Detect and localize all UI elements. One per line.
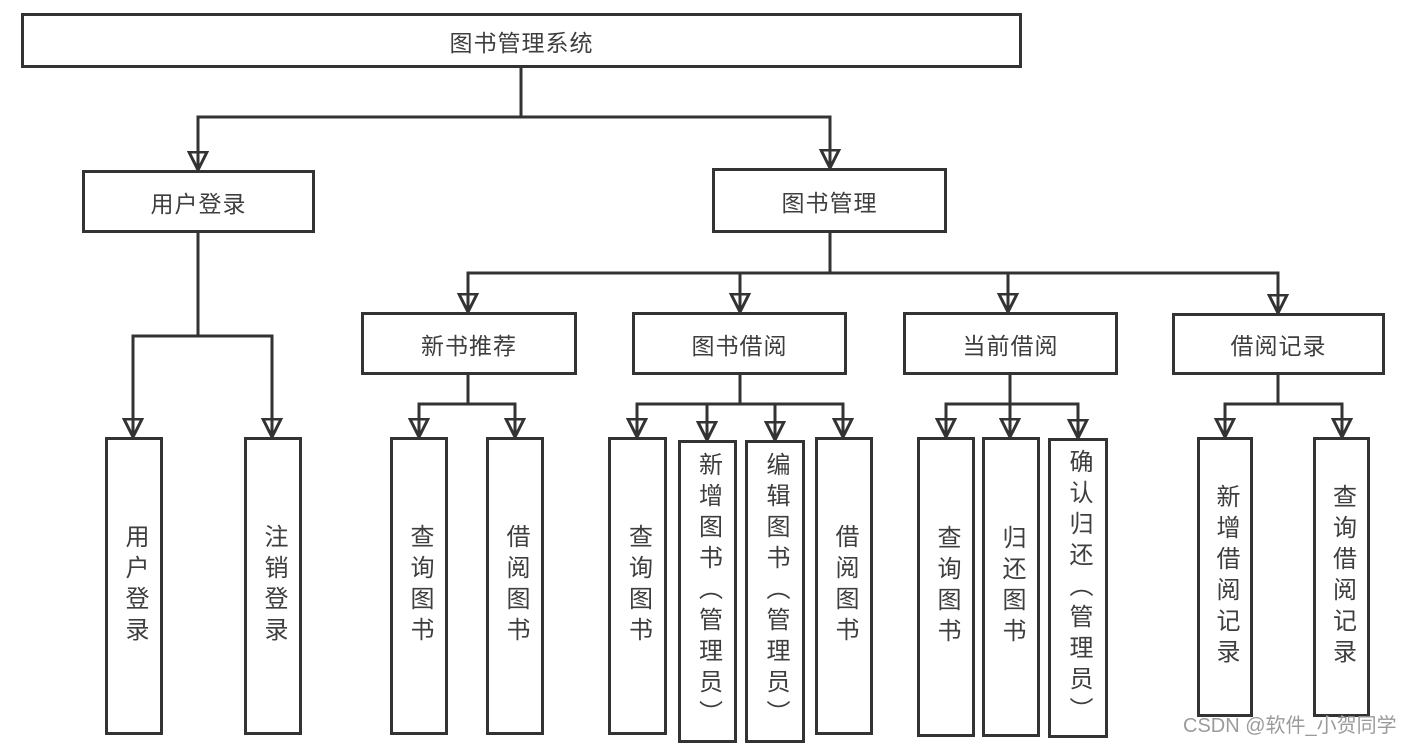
connector-new-book-children	[419, 372, 515, 437]
leaf-add-borrow-record: 新增借阅记录	[1197, 437, 1253, 717]
node-user-login-label: 用户登录	[150, 190, 247, 217]
leaf-logout: 注销登录	[244, 437, 302, 735]
leaf-query-borrow-record: 查询借阅记录	[1313, 437, 1370, 717]
node-book-management-label: 图书管理	[781, 189, 878, 216]
leaf-confirm-return-admin: 确认归还（管理员）	[1048, 438, 1108, 738]
node-root: 图书管理系统	[21, 13, 1022, 68]
leaf-return-books: 归还图书	[982, 437, 1040, 737]
leaf-query-books-borrow: 查询图书	[608, 437, 667, 735]
node-current-borrow-label: 当前借阅	[962, 332, 1059, 359]
connector-root-to-level2	[198, 66, 830, 170]
leaf-edit-book-admin-label: 编辑图书（管理员）	[762, 452, 789, 731]
node-root-label: 图书管理系统	[449, 29, 594, 56]
connector-user-login-children	[133, 231, 272, 437]
leaf-borrow-books: 借阅图书	[815, 437, 873, 735]
leaf-add-book-admin: 新增图书（管理员）	[678, 440, 737, 743]
csdn-watermark: CSDN @软件_小贺同学	[1183, 715, 1397, 737]
leaf-query-books-recommend: 查询图书	[390, 437, 448, 735]
node-borrow-records: 借阅记录	[1172, 313, 1385, 375]
node-book-management: 图书管理	[712, 168, 947, 233]
node-book-borrow-label: 图书借阅	[691, 332, 788, 359]
leaf-user-login: 用户登录	[105, 437, 163, 735]
node-user-login: 用户登录	[82, 170, 315, 233]
leaf-borrow-books-label: 借阅图书	[831, 524, 858, 648]
leaf-query-books-borrow-label: 查询图书	[624, 524, 652, 648]
node-borrow-records-label: 借阅记录	[1230, 333, 1327, 359]
leaf-query-books-current: 查询图书	[917, 437, 975, 737]
connector-book-borrow-children	[637, 373, 843, 440]
leaf-logout-label: 注销登录	[260, 524, 287, 648]
leaf-borrow-books-recommend-label: 借阅图书	[502, 524, 529, 648]
leaf-user-login-label: 用户登录	[121, 524, 148, 648]
leaf-confirm-return-admin-label: 确认归还（管理员）	[1065, 448, 1092, 728]
node-new-book-recommend: 新书推荐	[361, 312, 577, 375]
connector-book-management-children	[468, 231, 1278, 313]
connector-borrow-records-children	[1225, 373, 1342, 437]
connector-current-borrow-children	[946, 372, 1078, 438]
leaf-add-book-admin-label: 新增图书（管理员）	[694, 452, 722, 731]
leaf-add-borrow-record-label: 新增借阅记录	[1212, 484, 1239, 670]
leaf-return-books-label: 归还图书	[998, 525, 1025, 649]
node-new-book-recommend-label: 新书推荐	[421, 332, 517, 359]
leaf-borrow-books-recommend: 借阅图书	[486, 437, 544, 735]
leaf-edit-book-admin: 编辑图书（管理员）	[745, 440, 805, 743]
leaf-query-borrow-record-label: 查询借阅记录	[1328, 484, 1356, 670]
leaf-query-books-current-label: 查询图书	[933, 525, 960, 649]
node-book-borrow: 图书借阅	[632, 312, 847, 375]
leaf-query-books-recommend-label: 查询图书	[406, 524, 433, 648]
node-current-borrow: 当前借阅	[903, 312, 1118, 375]
